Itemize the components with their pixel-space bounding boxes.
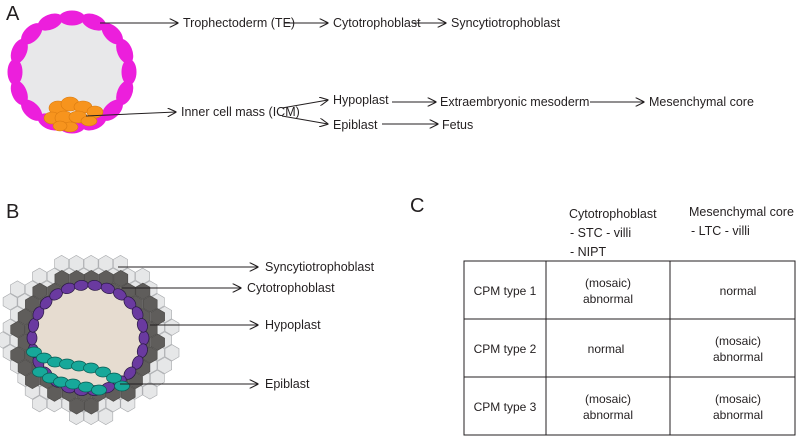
label-syncytiotrophoblast-b: Syncytiotrophoblast — [265, 260, 375, 274]
syncytiotrophoblast-cell — [32, 395, 47, 413]
cell-row1-cytotrophoblast-line-1: (mosaic) — [585, 276, 631, 290]
syncytiotrophoblast-cell — [2, 293, 18, 311]
cell-row3-mesenchymal-core-line-1: (mosaic) — [715, 392, 761, 406]
panel-c: C Cytotrophoblast - STC - villi - NIPT M… — [410, 195, 796, 436]
hypoplast-cell — [136, 318, 148, 333]
label-epiblast-a: Epiblast — [333, 118, 378, 132]
panel-c-letter: C — [410, 195, 424, 217]
table-border — [463, 260, 796, 436]
cell-row2-mesenchymal-core-line-1: (mosaic) — [715, 334, 761, 348]
cell-row3-cytotrophoblast-line-2: abnormal — [583, 408, 633, 422]
icm-cell — [52, 120, 68, 132]
epiblast-cell — [106, 372, 122, 384]
epiblast-cell — [91, 384, 107, 396]
epiblast-cell — [26, 346, 42, 358]
epiblast-cell — [114, 380, 130, 392]
header-mesenchymal-core: Mesenchymal core — [689, 205, 794, 219]
cytotrophoblast-cell — [84, 397, 99, 415]
row-label-cpm-type-2: CPM type 2 — [474, 342, 537, 356]
inner-cell-mass-cells — [43, 96, 104, 133]
blastocoel — [17, 20, 127, 124]
header-cytotrophoblast: Cytotrophoblast — [569, 207, 657, 221]
syncytiotrophoblast-cell — [142, 382, 158, 400]
implanting-embryo-diagram — [0, 255, 180, 425]
arrow-icm — [85, 112, 176, 116]
label-inner-cell-mass: Inner cell mass (ICM) — [181, 105, 300, 119]
header-cytotrophoblast-line-2: - NIPT — [570, 245, 606, 259]
cytotrophoblast-cell — [69, 397, 84, 415]
epiblast-cells — [26, 346, 130, 396]
panel-b: B Syncytiotrophoblast Cytotrophoblast Hy… — [0, 201, 375, 425]
label-cytotrophoblast-a: Cytotrophoblast — [333, 16, 421, 30]
hypoplast-cell — [26, 330, 38, 346]
cytotrophoblast-cell — [10, 321, 25, 338]
cell-row1-mesenchymal-core: normal — [720, 284, 757, 298]
epiblast-cell — [32, 366, 48, 378]
cytotrophoblast-cell — [54, 270, 70, 287]
cytotrophoblast-cell — [17, 308, 33, 326]
panel-a-letter: A — [6, 3, 20, 25]
cpm-table: CPM type 1 (mosaic) abnormal normal CPM … — [463, 260, 796, 436]
cell-row2-mesenchymal-core-line-2: abnormal — [713, 350, 763, 364]
arrow-icm-epiblast — [281, 115, 328, 124]
syncytiotrophoblast-cell — [164, 344, 180, 362]
label-cytotrophoblast-b: Cytotrophoblast — [247, 281, 335, 295]
label-epiblast-b: Epiblast — [265, 377, 310, 391]
syncytiotrophoblast-cell — [164, 318, 180, 336]
label-extraembryonic-mesoderm: Extraembryonic mesoderm — [440, 95, 589, 109]
label-hypoplast-b: Hypoplast — [265, 318, 321, 332]
cytotrophoblast-cell — [17, 359, 33, 377]
trophectoderm-cell — [59, 10, 85, 26]
cytotrophoblast-cell — [47, 384, 62, 402]
syncytiotrophoblast-cell — [0, 331, 10, 349]
epiblast-cell — [95, 366, 111, 378]
icm-cell — [80, 115, 98, 127]
arrow-icm-hypoplast — [281, 100, 328, 109]
cytotrophoblast-cell — [113, 270, 129, 287]
cytotrophoblast-cell — [32, 282, 48, 300]
cell-row2-cytotrophoblast: normal — [588, 342, 625, 356]
cytotrophoblast-cell — [135, 282, 151, 300]
cytotrophoblast-cell — [10, 346, 25, 364]
cell-row3-mesenchymal-core-line-2: abnormal — [713, 408, 763, 422]
syncytiotrophoblast-cell — [150, 369, 165, 387]
syncytiotrophoblast-cell — [113, 255, 128, 272]
cytotrophoblast-cell — [150, 333, 165, 351]
syncytiotrophoblast-cell — [10, 280, 25, 298]
row-label-cpm-type-1: CPM type 1 — [474, 284, 537, 298]
blastocyst-diagram — [7, 10, 137, 134]
label-mesenchymal-core-a: Mesenchymal core — [649, 95, 754, 109]
cytotrophoblast-cell — [142, 295, 158, 313]
trophectoderm-cell — [116, 38, 134, 64]
syncytiotrophoblast-cell — [98, 408, 114, 425]
label-hypoplast-a: Hypoplast — [333, 93, 389, 107]
header-cytotrophoblast-line-1: - STC - villi — [570, 226, 631, 240]
label-fetus: Fetus — [442, 118, 473, 132]
cell-row1-cytotrophoblast-line-2: abnormal — [583, 292, 633, 306]
panel-a: A Trophectoderm (TE) Cytotrophoblast Syn… — [6, 3, 754, 134]
label-syncytiotrophoblast-a: Syncytiotrophoblast — [451, 16, 561, 30]
header-mesenchymal-core-line-1: - LTC - villi — [691, 224, 750, 238]
row-label-cpm-type-3: CPM type 3 — [474, 400, 537, 414]
hypoplast-cell — [138, 330, 150, 346]
panel-b-letter: B — [6, 201, 19, 223]
cell-row3-cytotrophoblast-line-1: (mosaic) — [585, 392, 631, 406]
syncytiotrophoblast-cell — [157, 357, 172, 374]
label-trophectoderm: Trophectoderm (TE) — [183, 16, 295, 30]
